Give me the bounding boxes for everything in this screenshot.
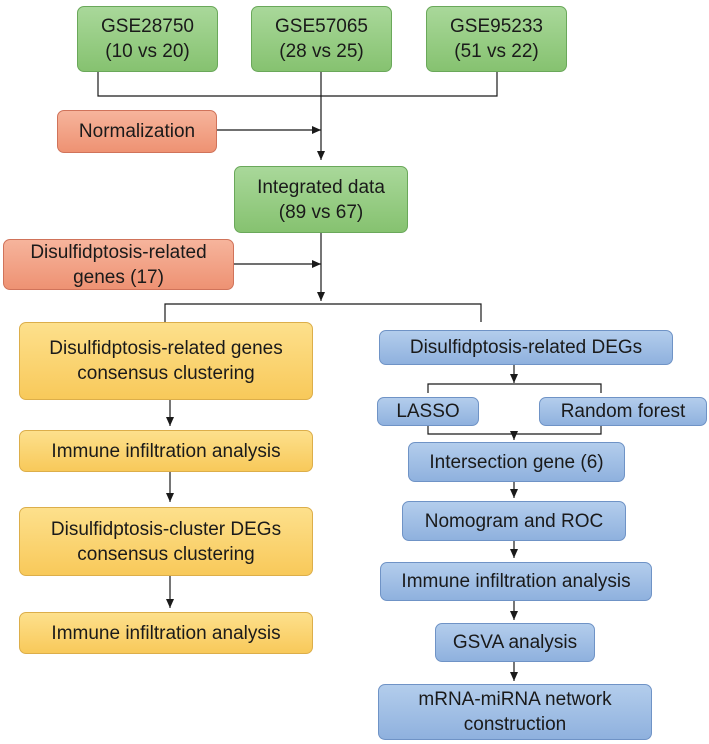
gsva-analysis-label: GSVA analysis xyxy=(452,632,578,653)
gse57065-count: (28 vs 25) xyxy=(279,41,364,62)
cluster-degs-line1: Disulfidptosis-cluster DEGs xyxy=(50,518,282,540)
normalization-label: Normalization xyxy=(78,121,196,142)
gse28750-box: GSE28750 (10 vs 20) xyxy=(77,6,218,72)
gse28750-name: GSE28750 xyxy=(101,16,194,37)
split-bracket xyxy=(164,303,482,322)
intersection-gene-label: Intersection gene (6) xyxy=(429,451,604,473)
disulfidptosis-degs-box: Disulfidptosis-related DEGs xyxy=(379,330,673,365)
lasso-box: LASSO xyxy=(377,397,479,426)
mrna-mirna-network-box: mRNA-miRNA network construction xyxy=(378,684,652,740)
immune-infiltration-left-2-label: Immune infiltration analysis xyxy=(51,622,281,644)
lasso-label: LASSO xyxy=(396,401,460,422)
integrated-data-count: (89 vs 67) xyxy=(278,201,364,223)
disulfidptosis-genes-line1: Disulfidptosis-related xyxy=(30,241,207,263)
integrated-data-box: Integrated data (89 vs 67) xyxy=(234,166,408,233)
intersection-gene-box: Intersection gene (6) xyxy=(408,442,625,482)
nomogram-roc-box: Nomogram and ROC xyxy=(402,501,626,541)
immune-infiltration-left-1-box: Immune infiltration analysis xyxy=(19,430,313,472)
lasso-rf-bottom-bracket xyxy=(427,426,602,435)
integrated-data-title: Integrated data xyxy=(257,176,385,198)
random-forest-box: Random forest xyxy=(539,397,707,426)
nomogram-roc-label: Nomogram and ROC xyxy=(424,510,604,532)
gse95233-box: GSE95233 (51 vs 22) xyxy=(426,6,567,72)
gse57065-box: GSE57065 (28 vs 25) xyxy=(251,6,392,72)
lasso-rf-top-bracket xyxy=(427,383,602,393)
gse57065-name: GSE57065 xyxy=(275,16,368,37)
immune-infiltration-left-2-box: Immune infiltration analysis xyxy=(19,612,313,654)
gse95233-count: (51 vs 22) xyxy=(454,41,539,62)
gse-merge-bracket xyxy=(97,72,498,97)
disulfidptosis-genes-line2: genes (17) xyxy=(73,266,164,288)
cluster-degs-line2: consensus clustering xyxy=(77,543,255,565)
immune-infiltration-right-box: Immune infiltration analysis xyxy=(380,562,652,601)
random-forest-label: Random forest xyxy=(560,401,686,422)
genes-consensus-clustering-box: Disulfidptosis-related genes consensus c… xyxy=(19,322,313,400)
network-line2: construction xyxy=(463,714,567,735)
gse95233-name: GSE95233 xyxy=(450,16,543,37)
gse28750-count: (10 vs 20) xyxy=(105,41,190,62)
disulfidptosis-degs-label: Disulfidptosis-related DEGs xyxy=(409,337,643,358)
genes-clustering-line1: Disulfidptosis-related genes xyxy=(49,338,283,359)
genes-clustering-line2: consensus clustering xyxy=(77,363,255,384)
cluster-degs-clustering-box: Disulfidptosis-cluster DEGs consensus cl… xyxy=(19,507,313,576)
immune-infiltration-right-label: Immune infiltration analysis xyxy=(401,571,631,592)
disulfidptosis-genes-box: Disulfidptosis-related genes (17) xyxy=(3,239,234,290)
network-line1: mRNA-miRNA network xyxy=(418,689,612,710)
normalization-box: Normalization xyxy=(57,110,217,153)
immune-infiltration-left-1-label: Immune infiltration analysis xyxy=(51,440,281,462)
gsva-analysis-box: GSVA analysis xyxy=(435,623,595,662)
